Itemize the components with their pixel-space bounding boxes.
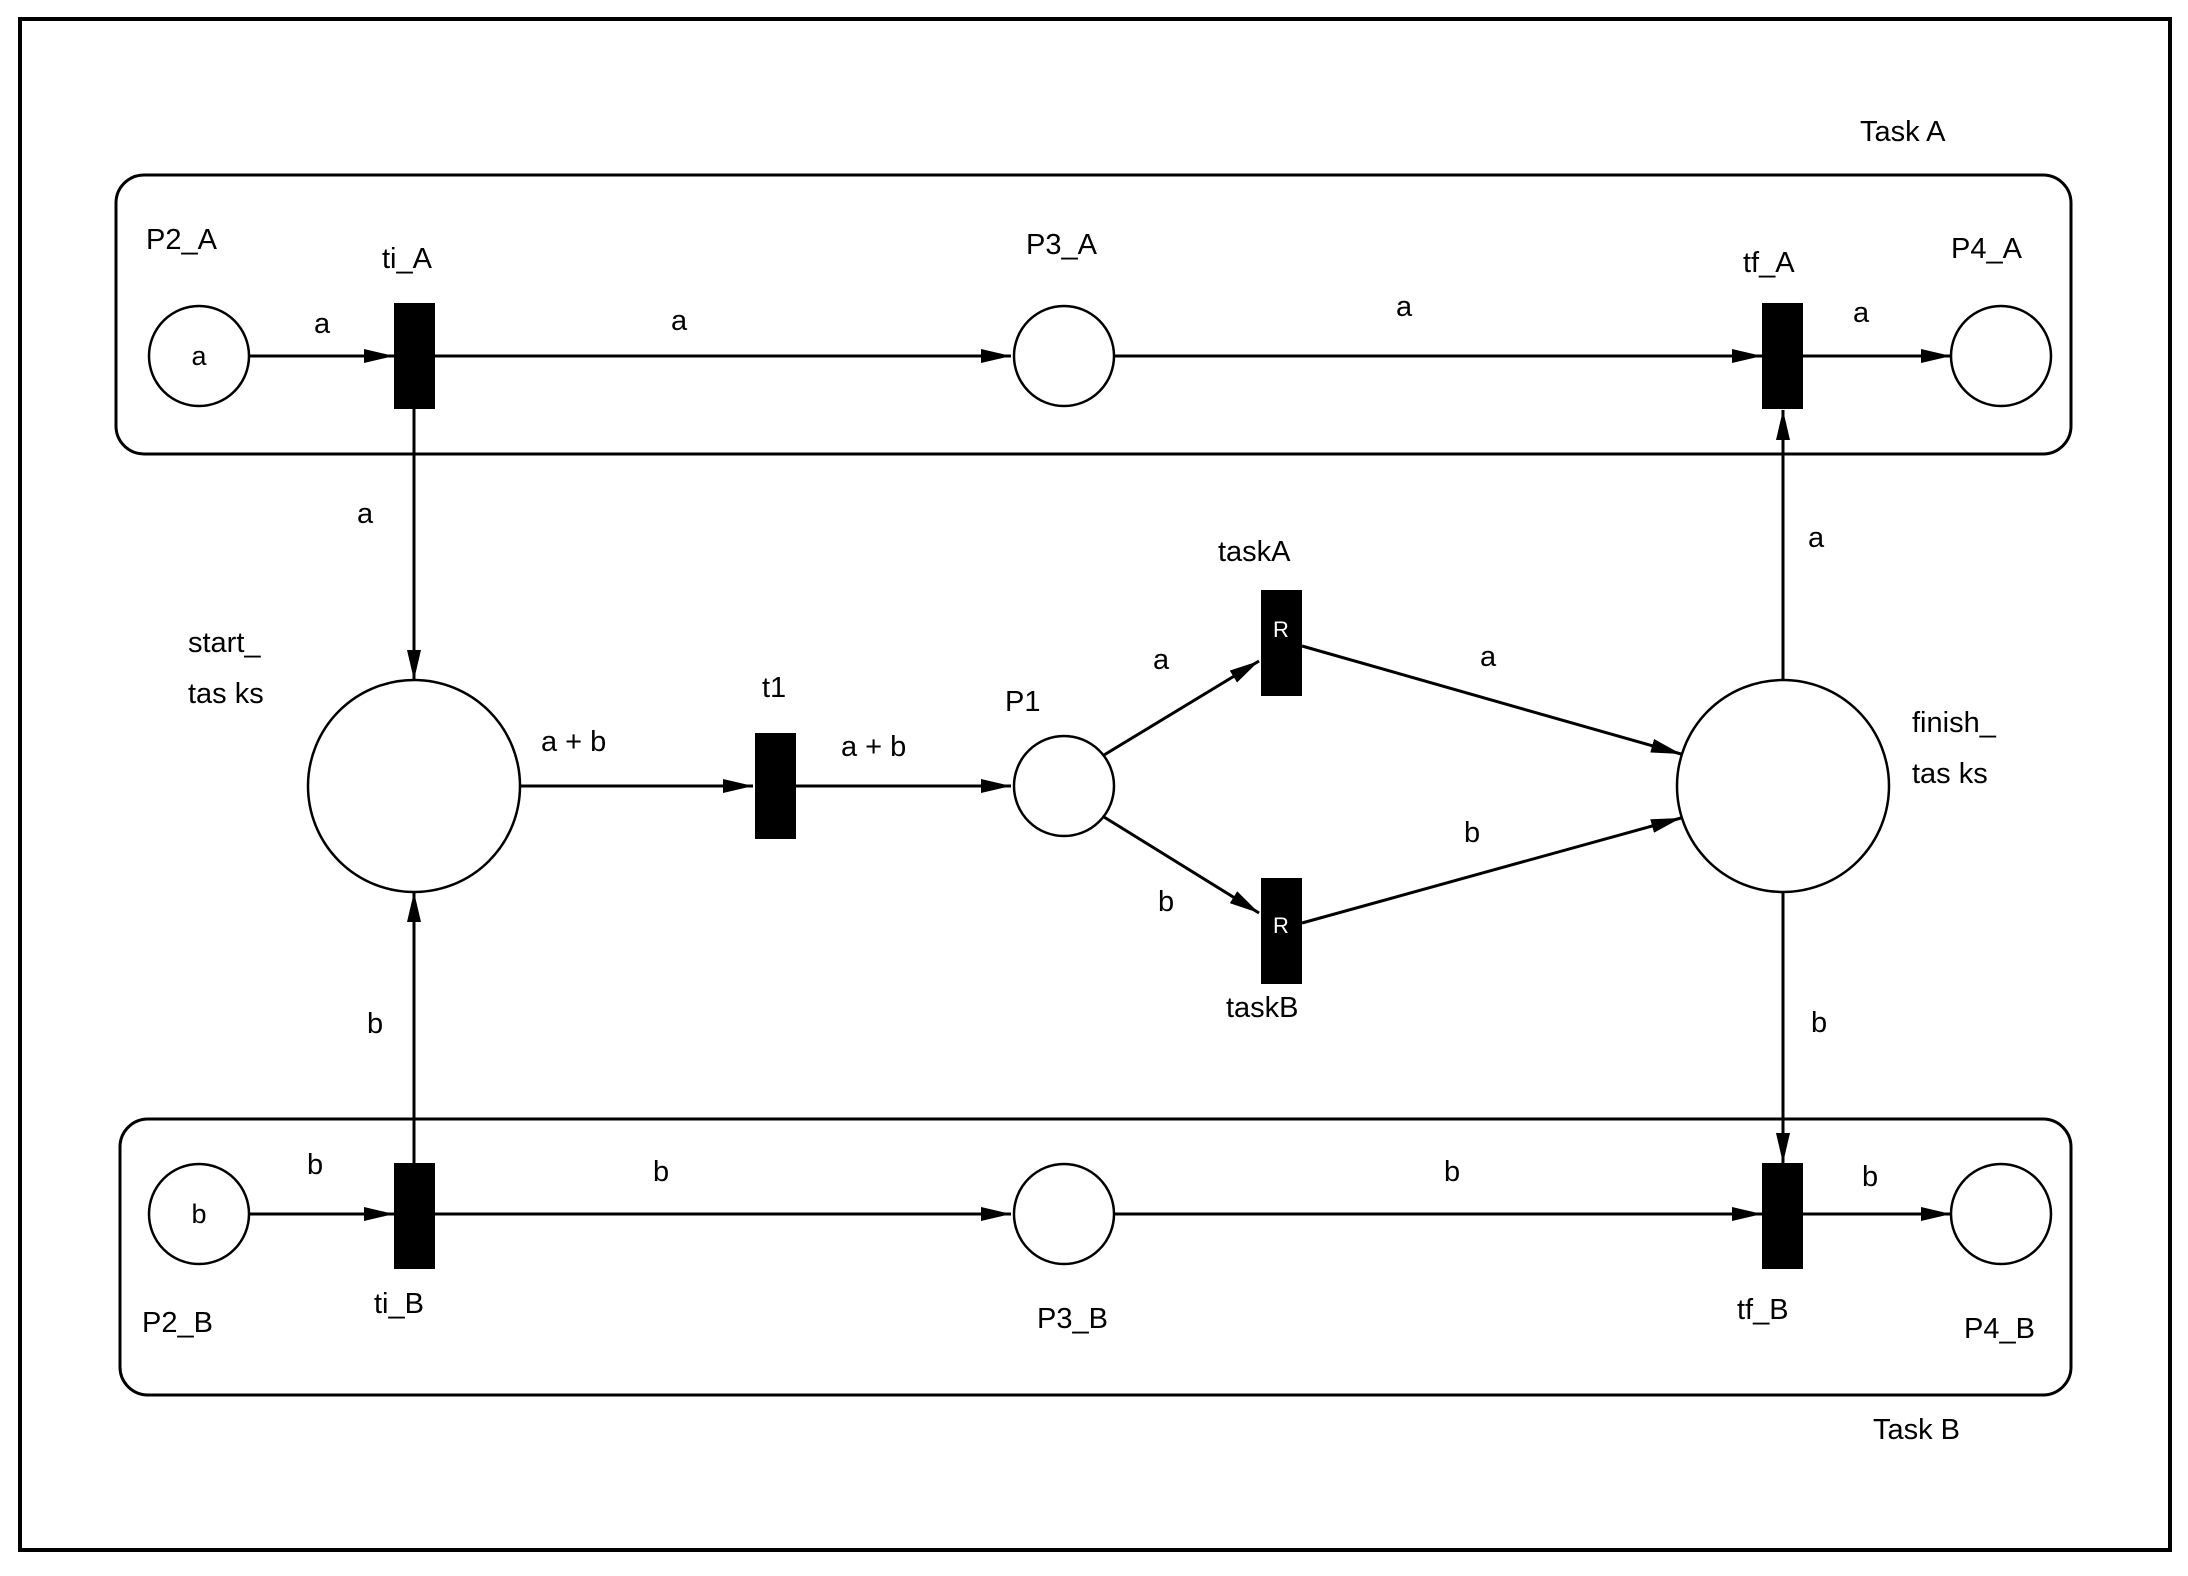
arc-taskB-finish xyxy=(1301,816,1682,925)
place-p3a-label: P3_A xyxy=(1026,229,1098,261)
arc-label-p3a-tfa: a xyxy=(1396,291,1413,323)
place-p2b-label: P2_B xyxy=(142,1307,213,1339)
transition-tf-a-label: tf_A xyxy=(1743,247,1795,279)
arc-taskA-finish xyxy=(1301,644,1682,756)
arc-label-taskB-finish: b xyxy=(1464,817,1480,849)
transition-t1-label: t1 xyxy=(762,672,786,704)
place-p2a-token: a xyxy=(191,341,207,371)
pool-task-b xyxy=(118,1117,2073,1397)
place-p3b-label: P3_B xyxy=(1037,1303,1108,1335)
place-start-tasks-label-line1: start_ xyxy=(188,627,261,659)
place-finish-tasks-label-line1: finish_ xyxy=(1912,707,1997,739)
place-finish-tasks-label-line2: tas ks xyxy=(1912,758,1988,790)
pool-task-a-label: Task A xyxy=(1860,116,1946,148)
place-p3a xyxy=(1012,304,1116,408)
transition-t1 xyxy=(755,733,796,839)
arc-label-tfa-p4a: a xyxy=(1853,297,1870,329)
place-start-tasks xyxy=(306,678,522,894)
arc-label-tib-start: b xyxy=(367,1008,383,1040)
arc-p1-taskA xyxy=(1103,659,1260,757)
transition-tf-b xyxy=(1762,1163,1803,1269)
transition-tf-a xyxy=(1762,303,1803,409)
arc-label-start-t1: a + b xyxy=(541,726,606,758)
arc-label-t1-p1: a + b xyxy=(841,731,906,763)
transition-taskB-label: taskB xyxy=(1226,992,1299,1024)
arc-label-tia-start: a xyxy=(357,498,374,530)
arc-labels: a a a a a a + b a + b a b a b a b b b b … xyxy=(307,291,1878,1193)
places: a P2_A P3_A P4_A start_ tas ks P1 finish… xyxy=(142,224,2053,1345)
place-p4b xyxy=(1949,1162,2053,1266)
place-finish-tasks xyxy=(1675,678,1891,894)
transition-taskA-marker: R xyxy=(1273,617,1289,642)
arc-label-p1-taskA: a xyxy=(1153,644,1170,676)
place-p4b-label: P4_B xyxy=(1964,1313,2035,1345)
transitions: ti_A tf_A t1 R taskA R taskB ti_B tf_B xyxy=(374,243,1803,1326)
place-p4a-label: P4_A xyxy=(1951,233,2023,265)
arc-label-finish-tfb: b xyxy=(1811,1007,1827,1039)
place-p2a-label: P2_A xyxy=(146,224,218,256)
arc-label-tfb-p4b: b xyxy=(1862,1161,1878,1193)
place-p3b xyxy=(1012,1162,1116,1266)
place-p1 xyxy=(1012,734,1116,838)
arc-label-tib-p3b: b xyxy=(653,1156,669,1188)
arc-label-tia-p3a: a xyxy=(671,305,688,337)
arc-label-p3b-tfb: b xyxy=(1444,1156,1460,1188)
transition-taskB-marker: R xyxy=(1273,913,1289,938)
transition-ti-a-label: ti_A xyxy=(382,243,433,275)
arc-label-p1-taskB: b xyxy=(1158,886,1174,918)
arc-label-taskA-finish: a xyxy=(1480,641,1497,673)
place-start-tasks-label-line2: tas ks xyxy=(188,678,264,710)
arc-p1-taskB xyxy=(1103,815,1260,915)
transition-taskA xyxy=(1261,590,1302,696)
transition-taskB xyxy=(1261,878,1302,984)
transition-tf-b-label: tf_B xyxy=(1737,1294,1789,1326)
place-p2a xyxy=(147,304,251,408)
arc-label-p2a-tia: a xyxy=(314,308,331,340)
place-p4a xyxy=(1949,304,2053,408)
transition-ti-a xyxy=(394,303,435,409)
transition-ti-b-label: ti_B xyxy=(374,1288,424,1320)
pool-task-a xyxy=(114,173,2073,456)
place-p2b-token: b xyxy=(191,1199,206,1229)
place-p2b xyxy=(147,1162,251,1266)
arc-label-finish-tfa: a xyxy=(1808,522,1825,554)
place-p1-label: P1 xyxy=(1005,686,1040,718)
outer-frame xyxy=(18,17,2172,1552)
transition-taskA-label: taskA xyxy=(1218,536,1291,568)
transition-ti-b xyxy=(394,1163,435,1269)
arc-label-p2b-tib: b xyxy=(307,1149,323,1181)
pool-task-b-label: Task B xyxy=(1873,1414,1960,1446)
arcs xyxy=(249,349,1951,1221)
